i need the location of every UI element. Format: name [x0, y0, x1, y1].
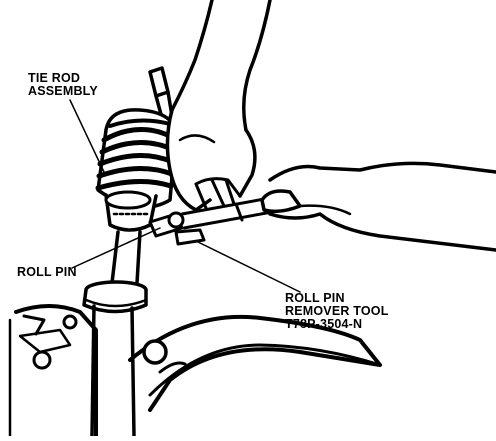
leader-tool	[197, 241, 301, 293]
rack-tube	[82, 230, 148, 438]
label-tool-line3: T78P-3504-N	[285, 317, 363, 331]
right-hand	[260, 161, 496, 252]
label-tool-line1: ROLL PIN	[285, 291, 345, 305]
label-tie-rod-assembly: TIE ROD ASSEMBLY	[28, 72, 98, 98]
label-tie-rod-line1: TIE ROD	[28, 71, 81, 85]
label-tie-rod-line2: ASSEMBLY	[28, 84, 98, 98]
leader-lines	[69, 99, 301, 293]
tie-rod-housing	[104, 190, 158, 232]
label-tool-line2: REMOVER TOOL	[285, 304, 389, 318]
label-roll-pin: ROLL PIN	[17, 266, 77, 279]
leader-roll-pin	[71, 227, 161, 269]
label-roll-pin-remover-tool: ROLL PIN REMOVER TOOL T78P-3504-N	[285, 292, 389, 331]
roll-pin-remover-tool	[148, 196, 274, 246]
crossmember	[8, 304, 382, 438]
label-roll-pin-text: ROLL PIN	[17, 265, 77, 279]
left-hand	[165, 0, 272, 212]
leader-tie-rod	[69, 99, 105, 173]
